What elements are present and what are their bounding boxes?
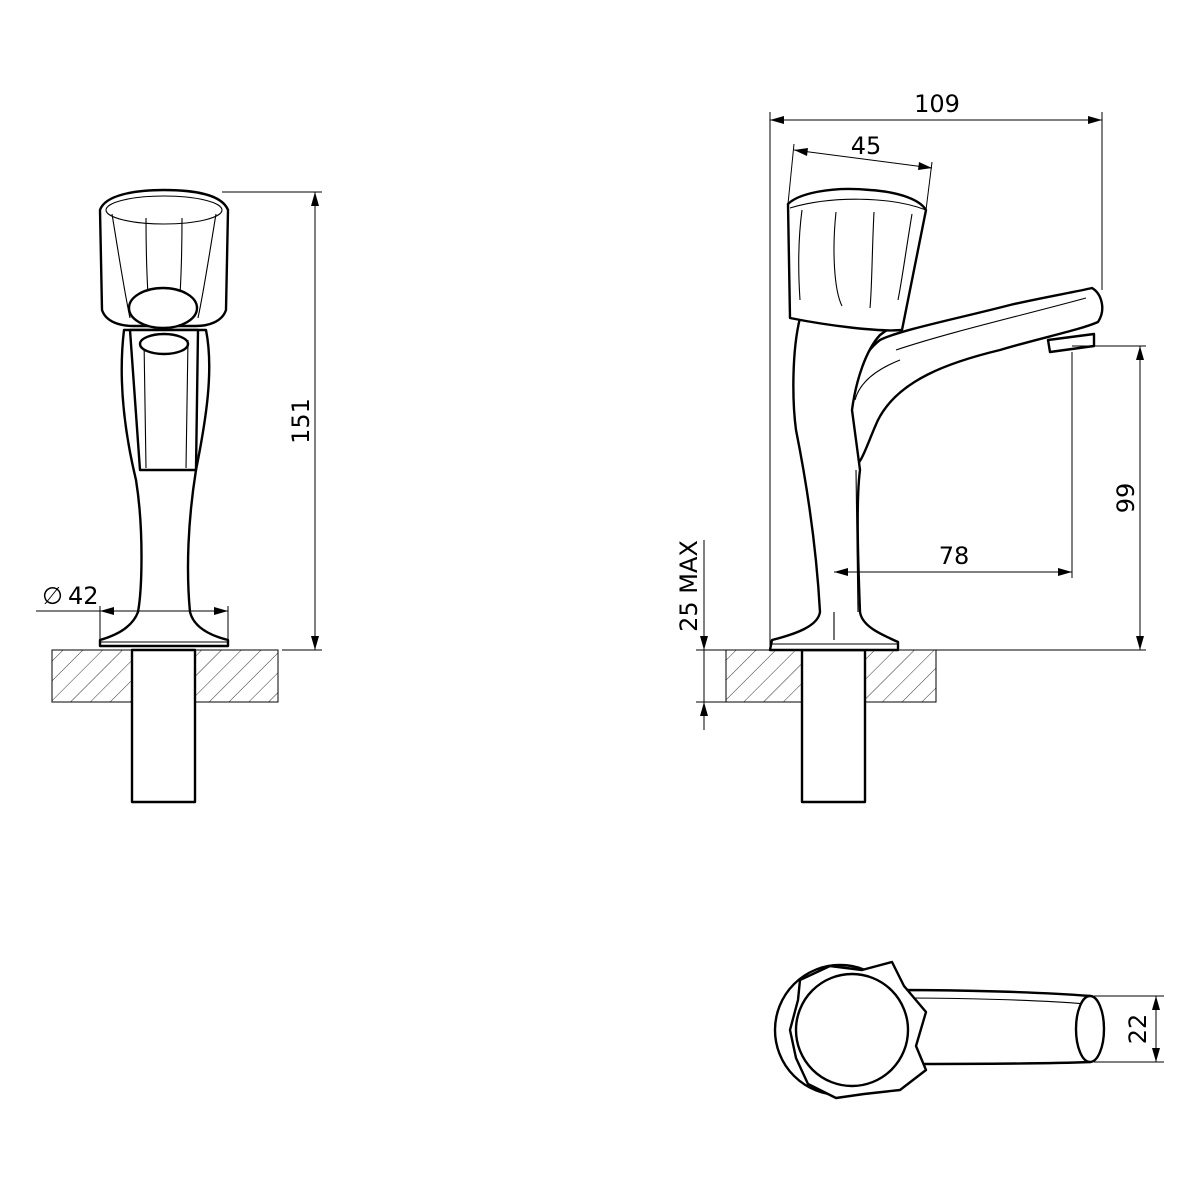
top-spout xyxy=(898,988,1092,1066)
front-outlet-top xyxy=(127,286,199,330)
top-spout-outlet xyxy=(1074,994,1106,1064)
diameter-symbol: ∅ xyxy=(42,582,63,610)
side-handle xyxy=(786,187,928,332)
spout-outlet-width-label: 22 xyxy=(1124,1014,1152,1045)
top-outlet-width-dimension: 22 xyxy=(1094,995,1164,1063)
handle-width-label: 45 xyxy=(851,132,882,160)
top-view xyxy=(773,960,1106,1100)
overall-width-label: 109 xyxy=(914,90,960,118)
side-view xyxy=(725,187,1104,804)
side-spout-height-dimension: 99 xyxy=(936,345,1146,651)
side-shank xyxy=(800,648,867,804)
spout-reach-label: 78 xyxy=(939,542,970,570)
front-shank xyxy=(130,648,197,804)
spout-height-label: 99 xyxy=(1112,483,1140,514)
side-spout-outlet xyxy=(1046,332,1096,354)
front-height-dimension: 151 xyxy=(222,191,322,651)
side-overall-width-dimension: 109 xyxy=(769,90,1103,650)
side-deck-thickness-dimension: 25 MAX xyxy=(675,540,726,730)
front-handle xyxy=(98,188,230,328)
top-handle-cap xyxy=(794,972,910,1088)
side-spout-reach-dimension: 78 xyxy=(834,352,1073,578)
front-spout xyxy=(128,328,200,472)
side-handle-width-dimension: 45 xyxy=(787,132,933,211)
base-diameter-label: 42 xyxy=(68,582,99,610)
front-diameter-dimension: ∅ 42 xyxy=(36,582,229,646)
front-outlet xyxy=(138,332,190,356)
max-deck-thickness-label: 25 MAX xyxy=(675,540,703,632)
front-view xyxy=(51,188,279,804)
overall-height-label: 151 xyxy=(287,398,315,444)
